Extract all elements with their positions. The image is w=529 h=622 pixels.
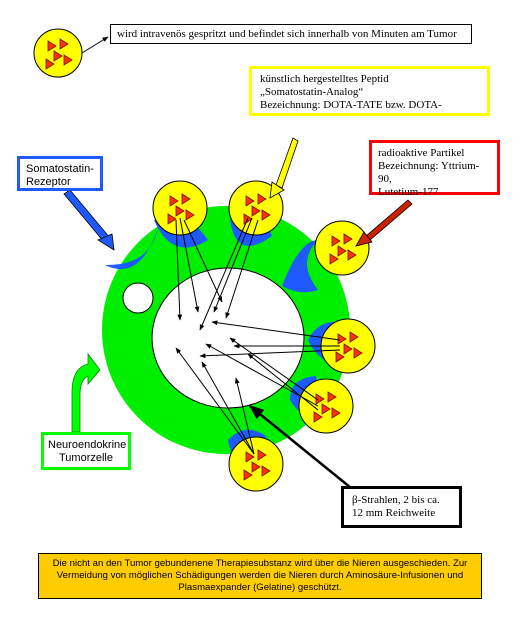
receptor-empty-right	[282, 240, 318, 293]
beta-pointer-arrow	[248, 405, 357, 493]
kidney-note: Die nicht an den Tumor gebundenene Thera…	[38, 553, 482, 599]
radioactive-particle-label: radioaktive Partikel Bezeichnung: Yttriu…	[369, 140, 500, 198]
peptide-pointer-arrow	[269, 137, 299, 199]
empty-receptor-site	[122, 282, 154, 314]
bound-complex-top	[228, 180, 284, 246]
peptide-label: künstlich hergestelltes Peptid „Somatost…	[249, 66, 490, 116]
beta-ray-arrows	[175, 217, 341, 455]
free-particle-right	[314, 220, 370, 276]
cell-nucleus	[151, 267, 305, 409]
intro-arrow	[81, 36, 109, 54]
receptor-label: Somatostatin- Rezeptor	[17, 156, 103, 191]
bound-complex-right	[308, 318, 376, 374]
cell-pointer-arrow	[71, 352, 101, 433]
bound-complex-bottom	[228, 429, 284, 492]
bound-complex-lower-right	[290, 376, 354, 434]
radioactive-pointer-arrow	[355, 199, 413, 247]
receptor-pointer-arrow	[63, 189, 115, 251]
beta-rays-label: β-Strahlen, 2 bis ca. 12 mm Reichweite	[341, 486, 462, 528]
tumor-cell-label: Neuroendokrine Tumorzelle	[41, 432, 131, 470]
intro-particle	[33, 28, 83, 78]
bound-complex-top-left	[152, 180, 208, 248]
intro-label: wird intravenös gespritzt und befindet s…	[110, 24, 472, 44]
